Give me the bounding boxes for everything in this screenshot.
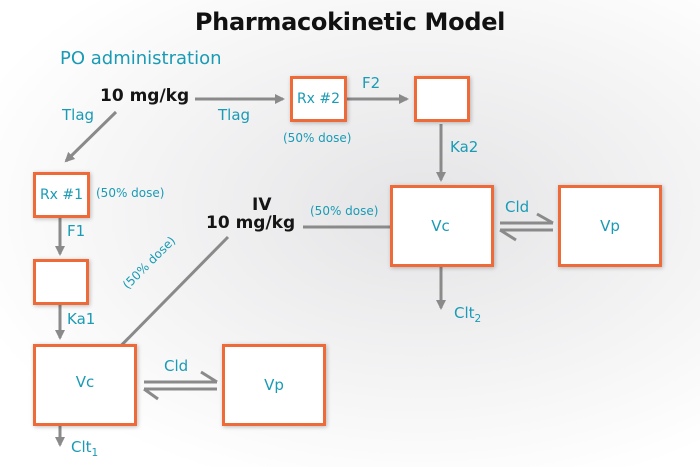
central-compartment-1: Vc	[33, 344, 137, 426]
peripheral-compartment-2-label: Vp	[600, 217, 620, 235]
tlag-label-left: Tlag	[62, 106, 95, 124]
central-compartment-2-label: Vc	[431, 217, 450, 235]
clt2-text: Clt	[454, 304, 475, 322]
absorption-compartment-1	[33, 259, 89, 305]
po-administration-header: PO administration	[60, 48, 222, 69]
f2-label: F2	[362, 74, 381, 92]
iv-dose-fraction-right: (50% dose)	[310, 204, 379, 218]
tlag-label-right: Tlag	[218, 106, 251, 124]
clt2-subscript: 2	[474, 313, 482, 325]
clt1-subscript: 1	[91, 447, 99, 459]
central-compartment-1-label: Vc	[75, 373, 95, 391]
cld-label-2: Cld	[505, 198, 530, 216]
cld-label-1: Cld	[164, 357, 189, 375]
rx2-label: Rx #2	[296, 91, 341, 107]
peripheral-compartment-1-label: Vp	[264, 376, 284, 394]
peripheral-compartment-2: Vp	[558, 185, 662, 267]
f1-label: F1	[67, 222, 86, 240]
iv-dose: 10 mg/kg	[206, 213, 296, 233]
ka2-label: Ka2	[450, 138, 479, 156]
arrow-po-to-rx1	[64, 110, 118, 163]
rx1-dose-fraction: (50% dose)	[96, 186, 165, 200]
absorption-compartment-2	[414, 76, 470, 122]
central-compartment-2: Vc	[390, 185, 494, 267]
clt1-text: Clt	[71, 438, 92, 456]
po-dose: 10 mg/kg	[100, 86, 190, 106]
rx2-dose-fraction: (50% dose)	[283, 131, 352, 145]
iv-route: IV	[252, 195, 272, 215]
ka1-label: Ka1	[67, 310, 96, 328]
diagram-title: Pharmacokinetic Model	[194, 8, 506, 36]
clt1-label: Clt1	[71, 438, 98, 459]
rx1-label: Rx #1	[39, 187, 84, 203]
clt2-label: Clt2	[454, 304, 481, 325]
peripheral-compartment-1: Vp	[222, 344, 326, 426]
rx1-box: Rx #1	[33, 172, 90, 218]
rx2-box: Rx #2	[290, 76, 347, 122]
